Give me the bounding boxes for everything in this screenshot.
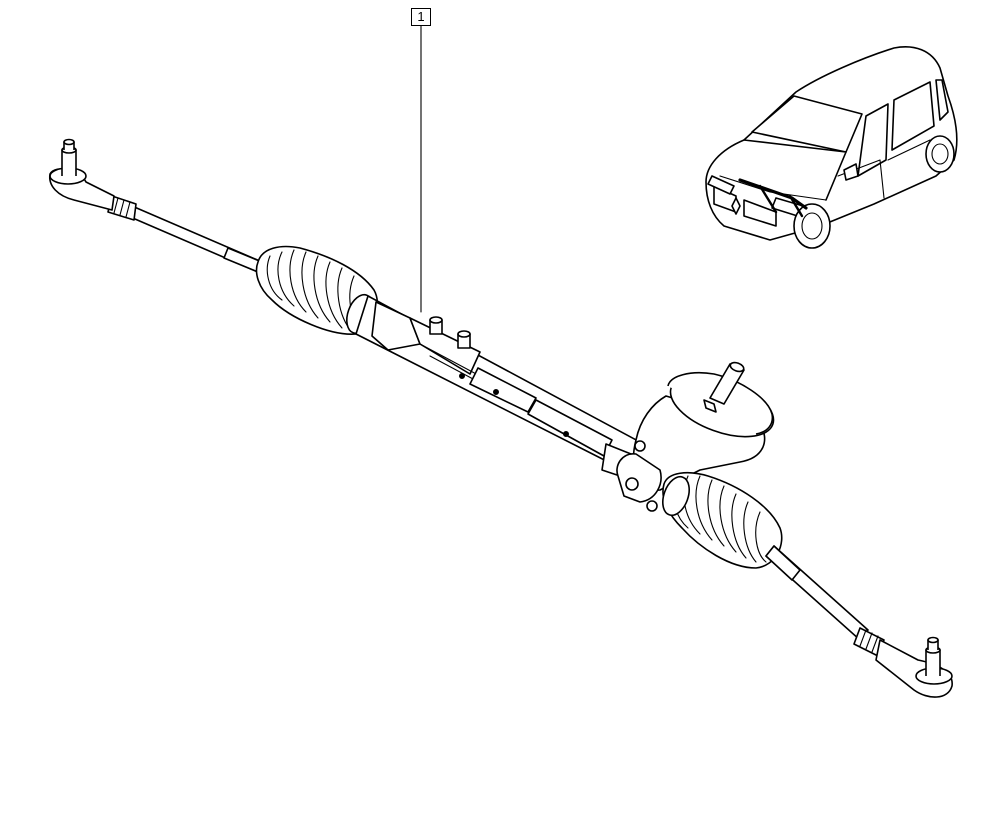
right-bellows-boot <box>662 471 783 569</box>
pinion-housing <box>616 361 775 512</box>
right-tie-rod-end <box>875 636 953 698</box>
left-tie-rod-end <box>49 138 115 211</box>
car-rear-wheel <box>925 135 955 173</box>
right-tie-rod <box>765 545 885 657</box>
callout-label-1: 1 <box>411 8 431 26</box>
car-locator-icon <box>705 46 958 249</box>
left-tie-rod <box>107 195 263 273</box>
car-front-wheel <box>793 203 831 249</box>
steering-rack-icon <box>49 138 953 698</box>
rack-housing <box>355 295 641 481</box>
